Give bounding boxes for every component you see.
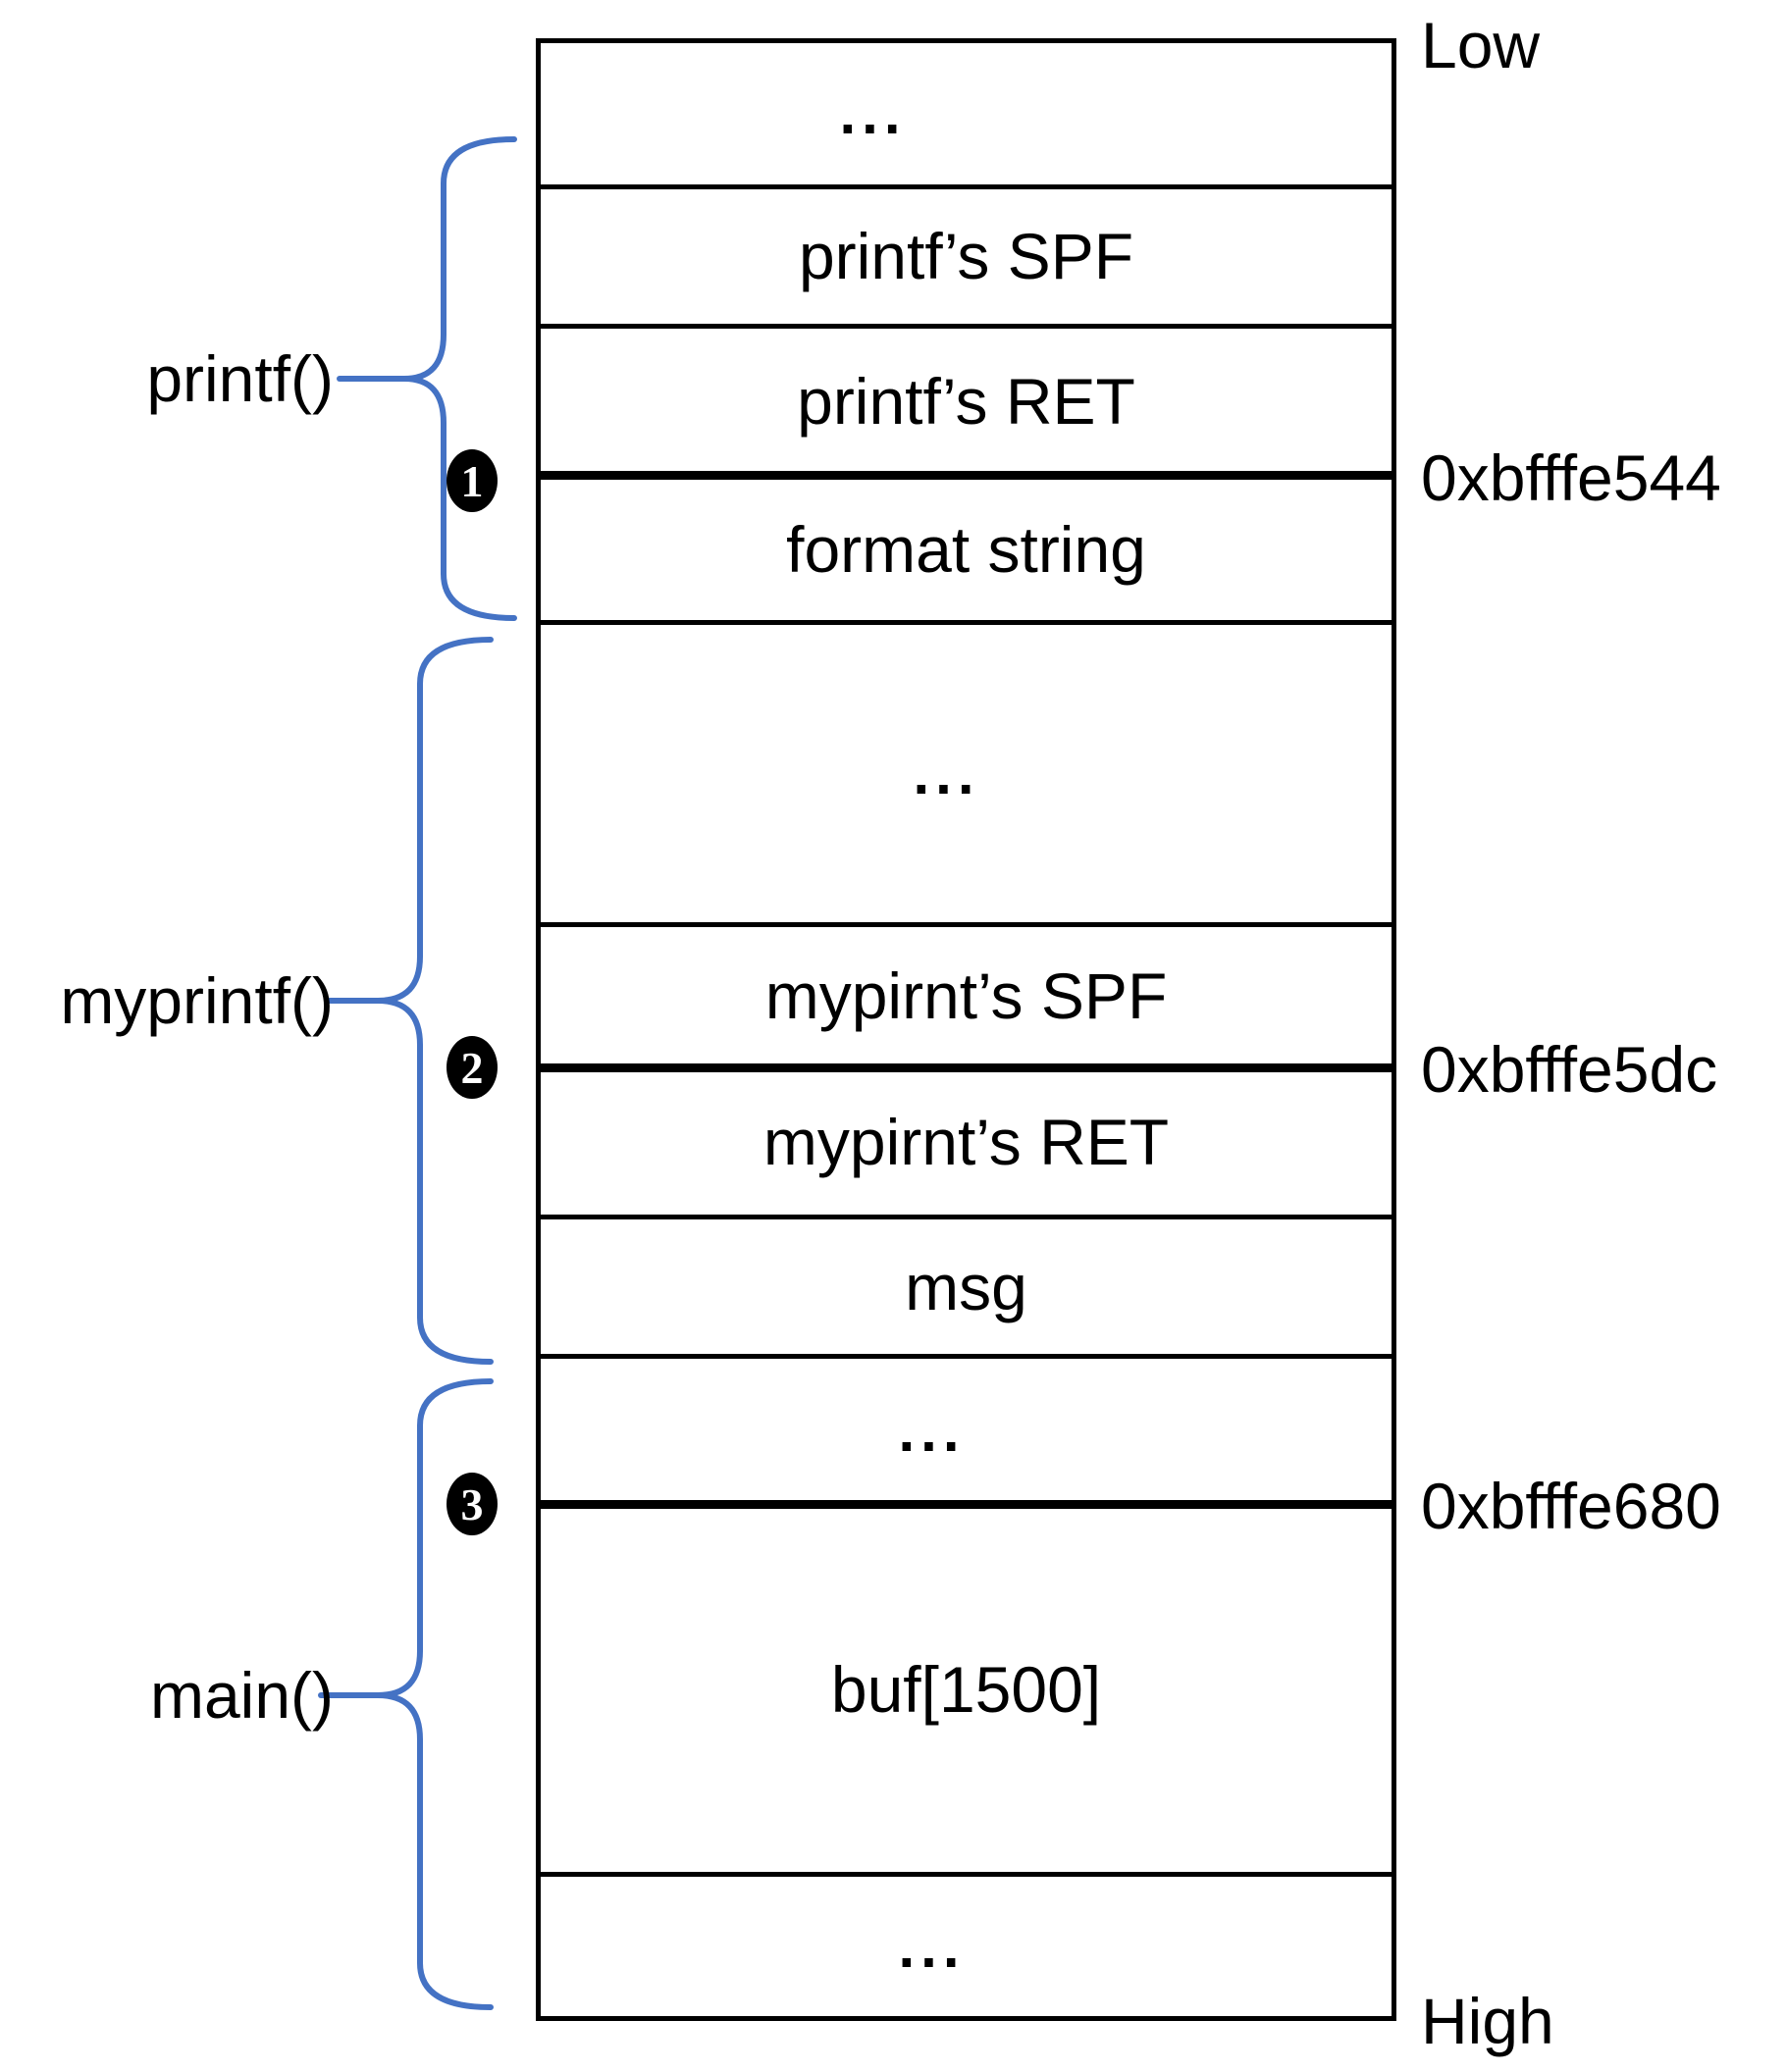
- cell-divider: [541, 184, 1392, 189]
- cell-divider: [541, 1215, 1392, 1219]
- marker-2-badge: 2: [446, 1036, 498, 1099]
- stack-cell: printf’s SPF: [541, 186, 1392, 326]
- myprintf-brace: [377, 637, 494, 1365]
- stack-cell-label: ...: [913, 741, 980, 806]
- address-label-2: 0xbfffe680: [1421, 1470, 1721, 1542]
- address-label-0: 0xbfffe544: [1421, 441, 1721, 514]
- memory-low-label: Low: [1421, 9, 1541, 81]
- stack-cell-label: format string: [786, 513, 1146, 586]
- printf-brace: [403, 136, 517, 621]
- cell-divider: [541, 922, 1392, 927]
- marker-3-badge: 3: [446, 1473, 498, 1535]
- function-label-main: main(): [149, 1659, 334, 1732]
- stack-cell: printf’s RET: [541, 326, 1392, 476]
- stack-cell: msg: [541, 1217, 1392, 1357]
- cell-divider: [541, 324, 1392, 329]
- stack-cell-label: ...: [898, 1397, 966, 1464]
- stack-cell-label: msg: [905, 1250, 1027, 1323]
- stack-cell: format string: [541, 476, 1392, 623]
- memory-high-label: High: [1421, 1985, 1554, 2057]
- memory-box: [536, 38, 1396, 2021]
- marker-2-number: 2: [460, 1042, 484, 1093]
- stack-cell: ...: [541, 1357, 1392, 1504]
- stack-cell: ...: [541, 623, 1392, 924]
- address-label-1: 0xbfffe5dc: [1421, 1033, 1718, 1106]
- stack-cell: buf[1500]: [541, 1504, 1392, 1874]
- marker-3-number: 3: [460, 1478, 484, 1529]
- stack-cell-label: buf[1500]: [830, 1652, 1102, 1726]
- function-label-myprintf: myprintf(): [60, 964, 334, 1037]
- stack-cell-label: ...: [898, 1913, 966, 1980]
- address-divider-0xbfffe544: [541, 471, 1392, 480]
- marker-1-number: 1: [460, 455, 484, 506]
- stack-cell: ...: [541, 1874, 1392, 2019]
- stack-cell-label: mypirnt’s RET: [762, 1106, 1170, 1178]
- cell-divider: [541, 620, 1392, 625]
- marker-1-badge: 1: [446, 449, 498, 512]
- stack-cell: ...: [541, 40, 1392, 186]
- stack-cell-label: mypirnt’s SPF: [764, 959, 1168, 1032]
- stack-cell: mypirnt’s SPF: [541, 924, 1392, 1067]
- function-label-printf: printf(): [146, 342, 334, 415]
- cell-divider: [541, 1872, 1392, 1877]
- stack-cell-label: printf’s SPF: [798, 220, 1134, 292]
- address-divider-0xbfffe5dc: [541, 1063, 1392, 1072]
- stack-cell-label: ...: [839, 80, 907, 146]
- cell-divider: [541, 1354, 1392, 1359]
- stack-cell-label: printf’s RET: [797, 364, 1135, 438]
- address-divider-0xbfffe680: [541, 1500, 1392, 1509]
- stack-cell: mypirnt’s RET: [541, 1067, 1392, 1217]
